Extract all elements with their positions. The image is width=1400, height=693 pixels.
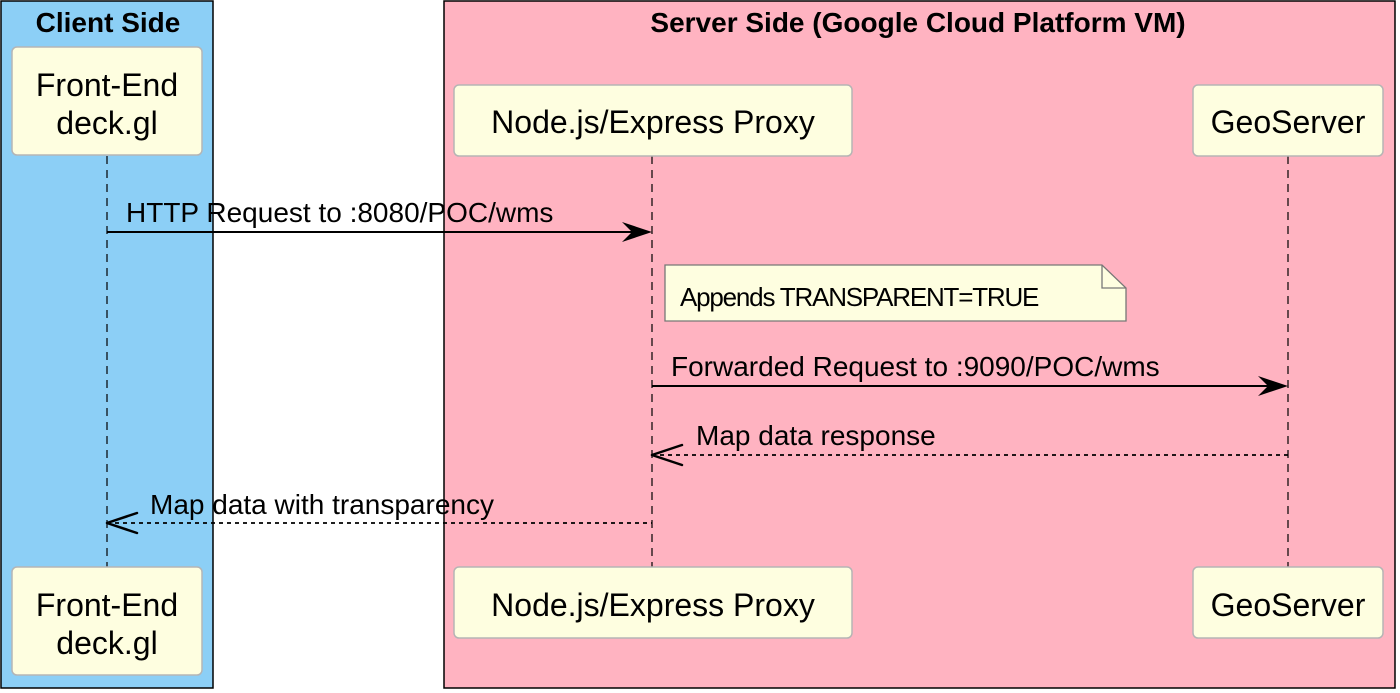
proxy-bottom-label: Node.js/Express Proxy bbox=[491, 587, 815, 623]
participant-proxy-top: Node.js/Express Proxy bbox=[453, 84, 853, 157]
frontend-top-line2: deck.gl bbox=[56, 105, 157, 141]
frontend-bottom-line2: deck.gl bbox=[56, 625, 157, 661]
message-map-data-response: Map data response bbox=[650, 420, 1288, 467]
note-text: Appends TRANSPARENT=TRUE bbox=[680, 282, 1039, 312]
participant-proxy-bottom: Node.js/Express Proxy bbox=[453, 566, 853, 639]
message-map-data-response-label: Map data response bbox=[696, 420, 936, 451]
server-side-title: Server Side (Google Cloud Platform VM) bbox=[650, 7, 1185, 38]
participant-geoserver-bottom: GeoServer bbox=[1192, 566, 1384, 639]
message-forwarded-request: Forwarded Request to :9090/POC/wms bbox=[652, 351, 1288, 396]
proxy-top-label: Node.js/Express Proxy bbox=[491, 104, 815, 140]
message-forwarded-request-label: Forwarded Request to :9090/POC/wms bbox=[671, 351, 1160, 382]
message-map-data-transparency: Map data with transparency bbox=[105, 489, 652, 535]
message-http-request: HTTP Request to :8080/POC/wms bbox=[107, 197, 652, 242]
geoserver-bottom-label: GeoServer bbox=[1211, 587, 1366, 623]
participant-geoserver-top: GeoServer bbox=[1192, 84, 1384, 157]
frontend-bottom-line1: Front-End bbox=[36, 587, 178, 623]
geoserver-top-label: GeoServer bbox=[1211, 104, 1366, 140]
client-side-title: Client Side bbox=[36, 7, 181, 38]
message-map-data-transparency-label: Map data with transparency bbox=[150, 489, 494, 520]
participant-frontend-top: Front-End deck.gl bbox=[11, 46, 203, 156]
frontend-top-line1: Front-End bbox=[36, 67, 178, 103]
participant-frontend-bottom: Front-End deck.gl bbox=[11, 566, 203, 676]
message-http-request-label: HTTP Request to :8080/POC/wms bbox=[126, 197, 553, 228]
note-transparent: Appends TRANSPARENT=TRUE bbox=[664, 264, 1127, 322]
